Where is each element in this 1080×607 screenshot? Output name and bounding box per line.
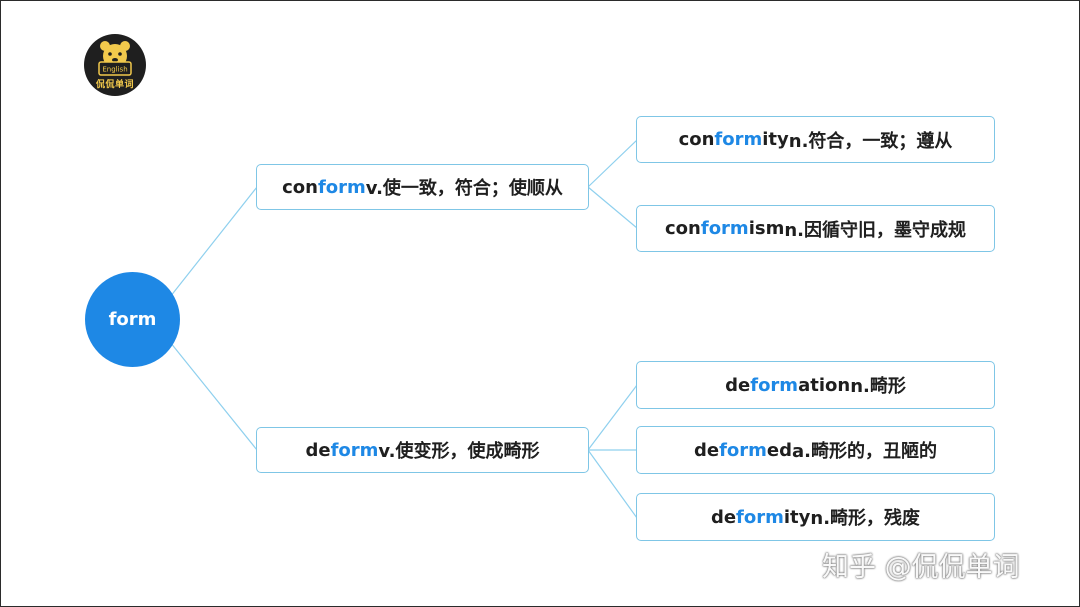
suffix-text: ity — [762, 129, 789, 150]
prefix-text: de — [710, 506, 737, 528]
prefix-text: con — [282, 176, 318, 198]
root-highlight: form — [719, 439, 767, 461]
bear-icon: English — [98, 41, 132, 76]
root-highlight: form — [330, 439, 379, 461]
meaning-text: v.使一致，符合；使顺从 — [365, 178, 563, 199]
suffix-text: ation — [798, 374, 851, 396]
root-highlight: form — [714, 129, 763, 150]
watermark: 知乎 @侃侃单词 — [822, 552, 1020, 583]
svg-text:English: English — [102, 66, 127, 74]
meaning-text: n.符合，一致；遵从 — [788, 130, 953, 152]
prefix-text: de — [693, 439, 720, 461]
meaning-text: n.畸形，残废 — [810, 508, 921, 529]
root-word-node: form — [85, 272, 180, 367]
suffix-text: ed — [766, 439, 793, 461]
brand-name: 侃侃单词 — [95, 80, 134, 90]
root-highlight: form — [317, 176, 366, 198]
root-highlight: form — [750, 374, 799, 396]
root-highlight: form — [700, 218, 749, 239]
prefix-text: de — [305, 439, 331, 461]
prefix-text: con — [665, 218, 701, 239]
prefix-text: de — [725, 374, 751, 396]
meaning-text: n.因循守旧，墨守成规 — [784, 219, 966, 241]
brand-logo: English 侃侃单词 — [84, 34, 146, 96]
meaning-text: n.畸形 — [850, 376, 906, 397]
meaning-text: a.畸形的，丑陋的 — [792, 441, 937, 462]
suffix-text: ism — [748, 218, 785, 239]
root-highlight: form — [736, 506, 784, 528]
prefix-text: con — [678, 129, 715, 150]
suffix-text: ity — [783, 506, 811, 528]
meaning-text: v.使变形，使成畸形 — [378, 441, 540, 462]
